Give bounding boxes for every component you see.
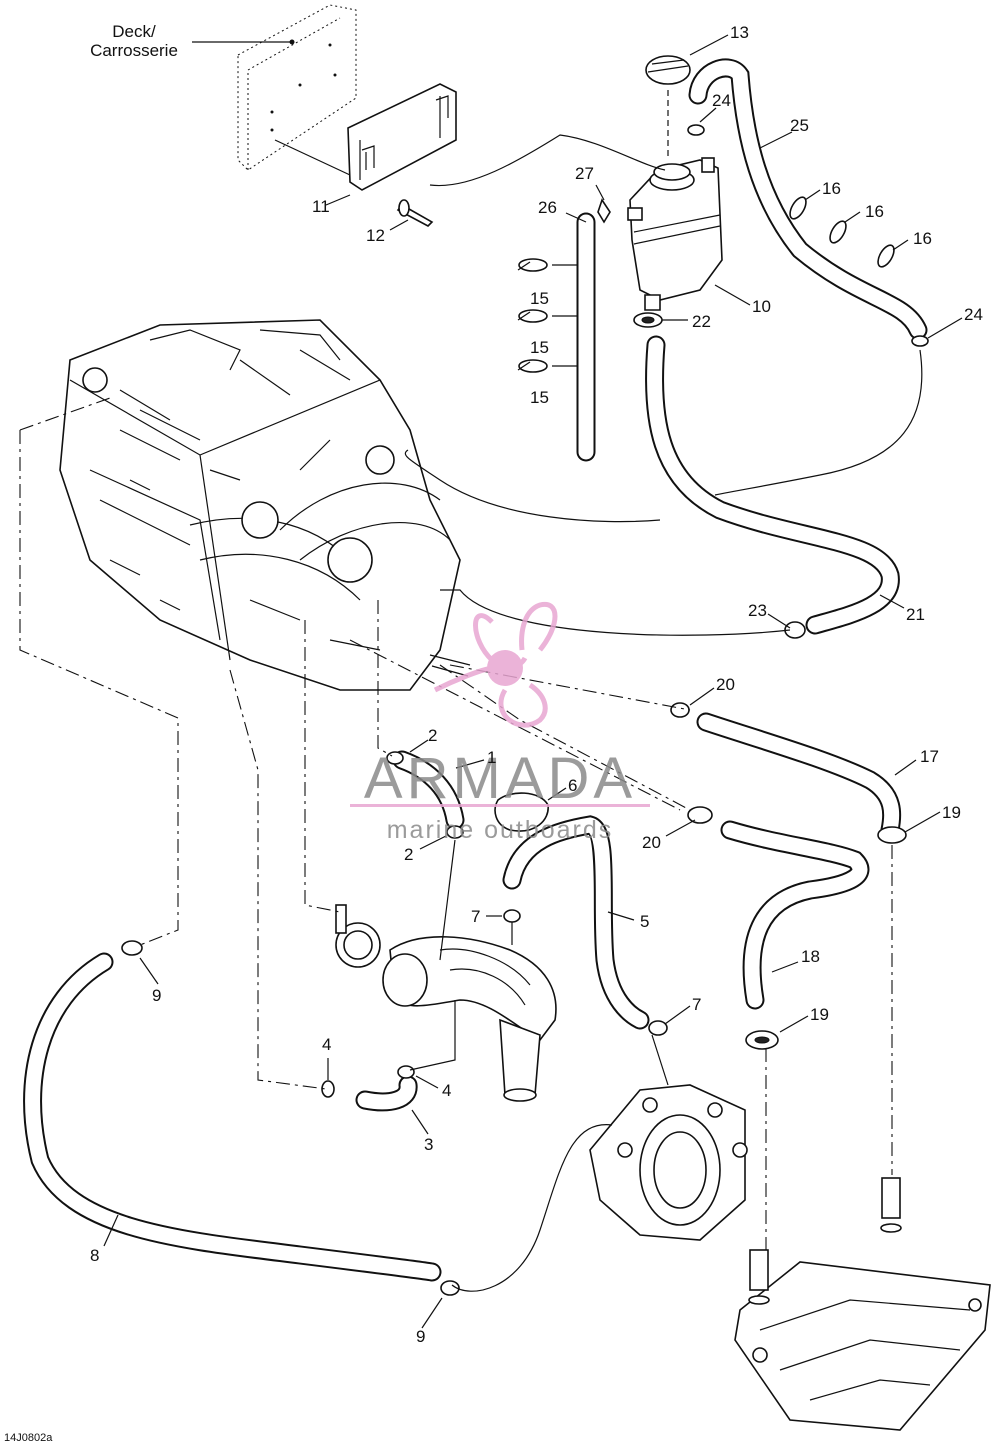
callout-15-a: 15: [530, 289, 549, 308]
callout-20-bottom: 20: [642, 833, 661, 852]
hose-21: [645, 335, 900, 635]
clamp-4-right: [397, 1065, 415, 1079]
clamp-9-bottom: [440, 1280, 460, 1296]
callout-8: 8: [90, 1246, 99, 1265]
callout-7-top: 7: [471, 907, 480, 926]
callout-2-top: 2: [428, 726, 437, 745]
callout-13: 13: [730, 23, 749, 42]
callout-19-bottom: 19: [810, 1005, 829, 1024]
callout-12: 12: [366, 226, 385, 245]
clamp-24-right: [911, 335, 929, 347]
hose-18: [720, 820, 870, 1010]
callout-5: 5: [640, 912, 649, 931]
callout-16-a: 16: [822, 179, 841, 198]
callout-16-c: 16: [913, 229, 932, 248]
clamp-20-bottom: [687, 806, 713, 824]
callout-19-top: 19: [942, 803, 961, 822]
routing-lines: [19, 134, 923, 1292]
callout-24-top: 24: [712, 91, 731, 110]
callout-1: 1: [487, 748, 496, 767]
deck-label-line1: Deck/: [112, 22, 156, 41]
pump-housing: [589, 1084, 748, 1241]
clamp-15-c: [517, 359, 548, 373]
callout-6: 6: [568, 776, 577, 795]
callout-18: 18: [801, 947, 820, 966]
callout-11: 11: [312, 197, 330, 216]
callout-25: 25: [790, 116, 809, 135]
callout-3: 3: [424, 1135, 433, 1154]
clamp-16-a: [789, 196, 807, 220]
callout-24-right: 24: [964, 305, 983, 324]
engine-block: [59, 319, 461, 691]
hose-1: [392, 750, 465, 830]
clamp-15-b: [517, 309, 548, 323]
plate-fitting-left: [748, 1249, 770, 1305]
callout-4-right: 4: [442, 1081, 451, 1100]
clamp-15-a: [517, 258, 548, 272]
callout-23: 23: [748, 601, 767, 620]
callout-4-left: 4: [322, 1035, 331, 1054]
push-rivet-12: [396, 199, 434, 227]
watermark-rule: [350, 804, 650, 807]
clamp-7-top: [503, 909, 521, 923]
callout-10: 10: [752, 297, 771, 316]
pressure-cap-13: [645, 55, 691, 85]
callout-16-b: 16: [865, 202, 884, 221]
hose-25: [688, 58, 928, 340]
clamp-16-c: [877, 244, 895, 268]
callout-15-b: 15: [530, 338, 549, 357]
hose-3: [355, 1075, 418, 1112]
callout-9-top: 9: [152, 986, 161, 1005]
watermark-brand: ARMADA: [364, 746, 636, 811]
callout-2-bottom: 2: [404, 845, 413, 864]
clamp-ring: [335, 904, 381, 968]
exhaust-elbow: [382, 936, 557, 1102]
clamp-24-top: [687, 124, 705, 136]
callout-20-top: 20: [716, 675, 735, 694]
callout-9-bottom: 9: [416, 1327, 425, 1346]
clamp-19-top: [877, 826, 907, 844]
callout-21: 21: [906, 605, 925, 624]
callout-15-c: 15: [530, 388, 549, 407]
leader-lines: [103, 34, 963, 1329]
hose-5: [502, 815, 650, 1030]
bracket-11: [274, 83, 457, 191]
watermark-tagline: marine outboards: [387, 816, 614, 844]
expansion-tank-10: [627, 157, 723, 311]
plate-fitting-right: [880, 1177, 902, 1233]
clamp-16-b: [829, 220, 847, 244]
clamp-19-bottom: [745, 1030, 779, 1050]
armada-watermark: ARMADA marine outboards: [350, 601, 650, 844]
clamp-22: [633, 312, 663, 328]
hose-17: [696, 712, 902, 840]
callout-17: 17: [920, 747, 939, 766]
gasket-6: [494, 792, 549, 832]
callout-22: 22: [692, 312, 711, 331]
callout-26: 26: [538, 198, 557, 217]
clip-27: [597, 198, 611, 224]
callout-27: 27: [575, 164, 594, 183]
deck-panel: [237, 4, 357, 171]
hose-8: [23, 952, 442, 1282]
ride-plate: [734, 1261, 991, 1431]
clamp-7-bottom: [648, 1020, 668, 1036]
clamp-20-top: [670, 702, 690, 718]
drawing-reference: 14J0802a: [4, 1432, 53, 1444]
callout-7-bottom: 7: [692, 995, 701, 1014]
clamp-9-top: [121, 940, 143, 956]
deck-label-line2: Carrosserie: [90, 41, 178, 60]
clamp-2-bottom: [446, 825, 464, 839]
